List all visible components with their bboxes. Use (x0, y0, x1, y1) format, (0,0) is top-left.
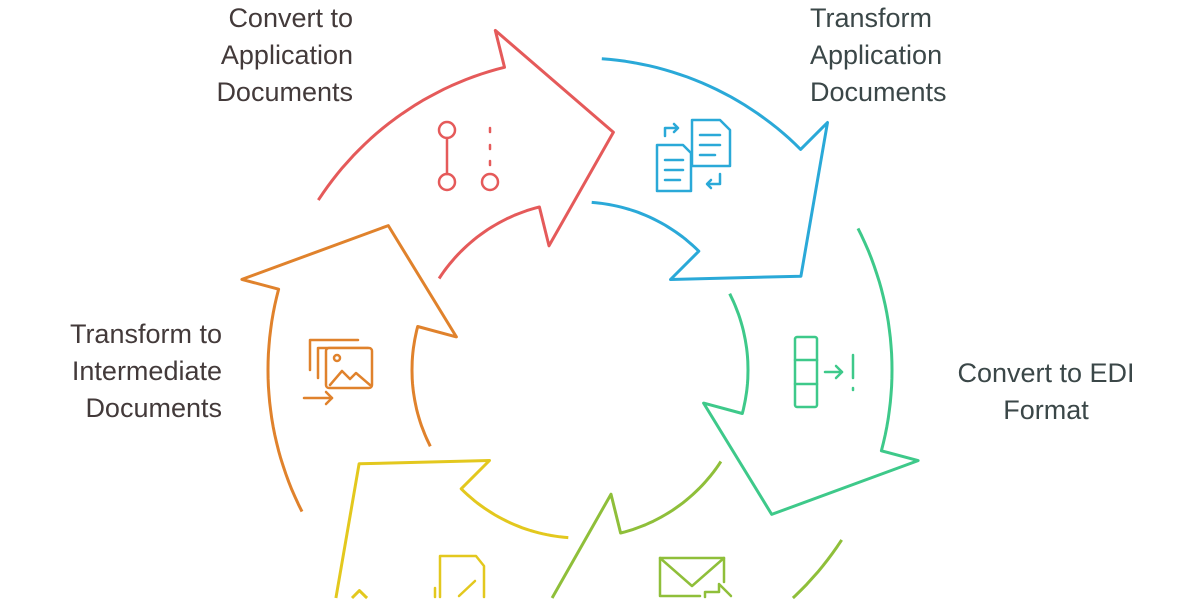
label-transform-application: Transform Application Documents (810, 0, 947, 111)
label-line: Format (1003, 395, 1089, 425)
label-line: Convert to EDI (957, 358, 1135, 388)
label-convert-to-edi: Convert to EDI Format (940, 355, 1152, 429)
cycle-arrow-receive (334, 459, 569, 600)
timeline-icon (437, 120, 500, 192)
label-line: Application (810, 40, 943, 70)
document-import-icon (433, 554, 486, 599)
cycle-arrow-convert-to-edi (702, 227, 920, 516)
label-line: Documents (85, 393, 222, 423)
label-line: Transform to (69, 319, 222, 349)
format-export-icon (793, 335, 855, 409)
label-convert-to-application: Convert to Application Documents (216, 0, 353, 111)
label-line: Application (220, 40, 353, 70)
label-transform-intermediate: Transform to Intermediate Documents (70, 316, 222, 427)
label-line: Documents (216, 77, 353, 107)
label-line: Transform (810, 3, 933, 33)
cycle-arrow-transform-application (591, 57, 829, 281)
cycle-arrow-send (550, 460, 843, 600)
cycle-arrow-transform-intermediate (240, 224, 458, 513)
document-swap-icon (655, 118, 732, 193)
mail-send-icon (658, 556, 733, 599)
label-line: Documents (810, 77, 947, 107)
label-line: Convert to (228, 3, 353, 33)
label-line: Intermediate (71, 356, 222, 386)
cycle-arrow-convert-to-application (317, 28, 615, 280)
image-transform-icon (302, 338, 374, 406)
